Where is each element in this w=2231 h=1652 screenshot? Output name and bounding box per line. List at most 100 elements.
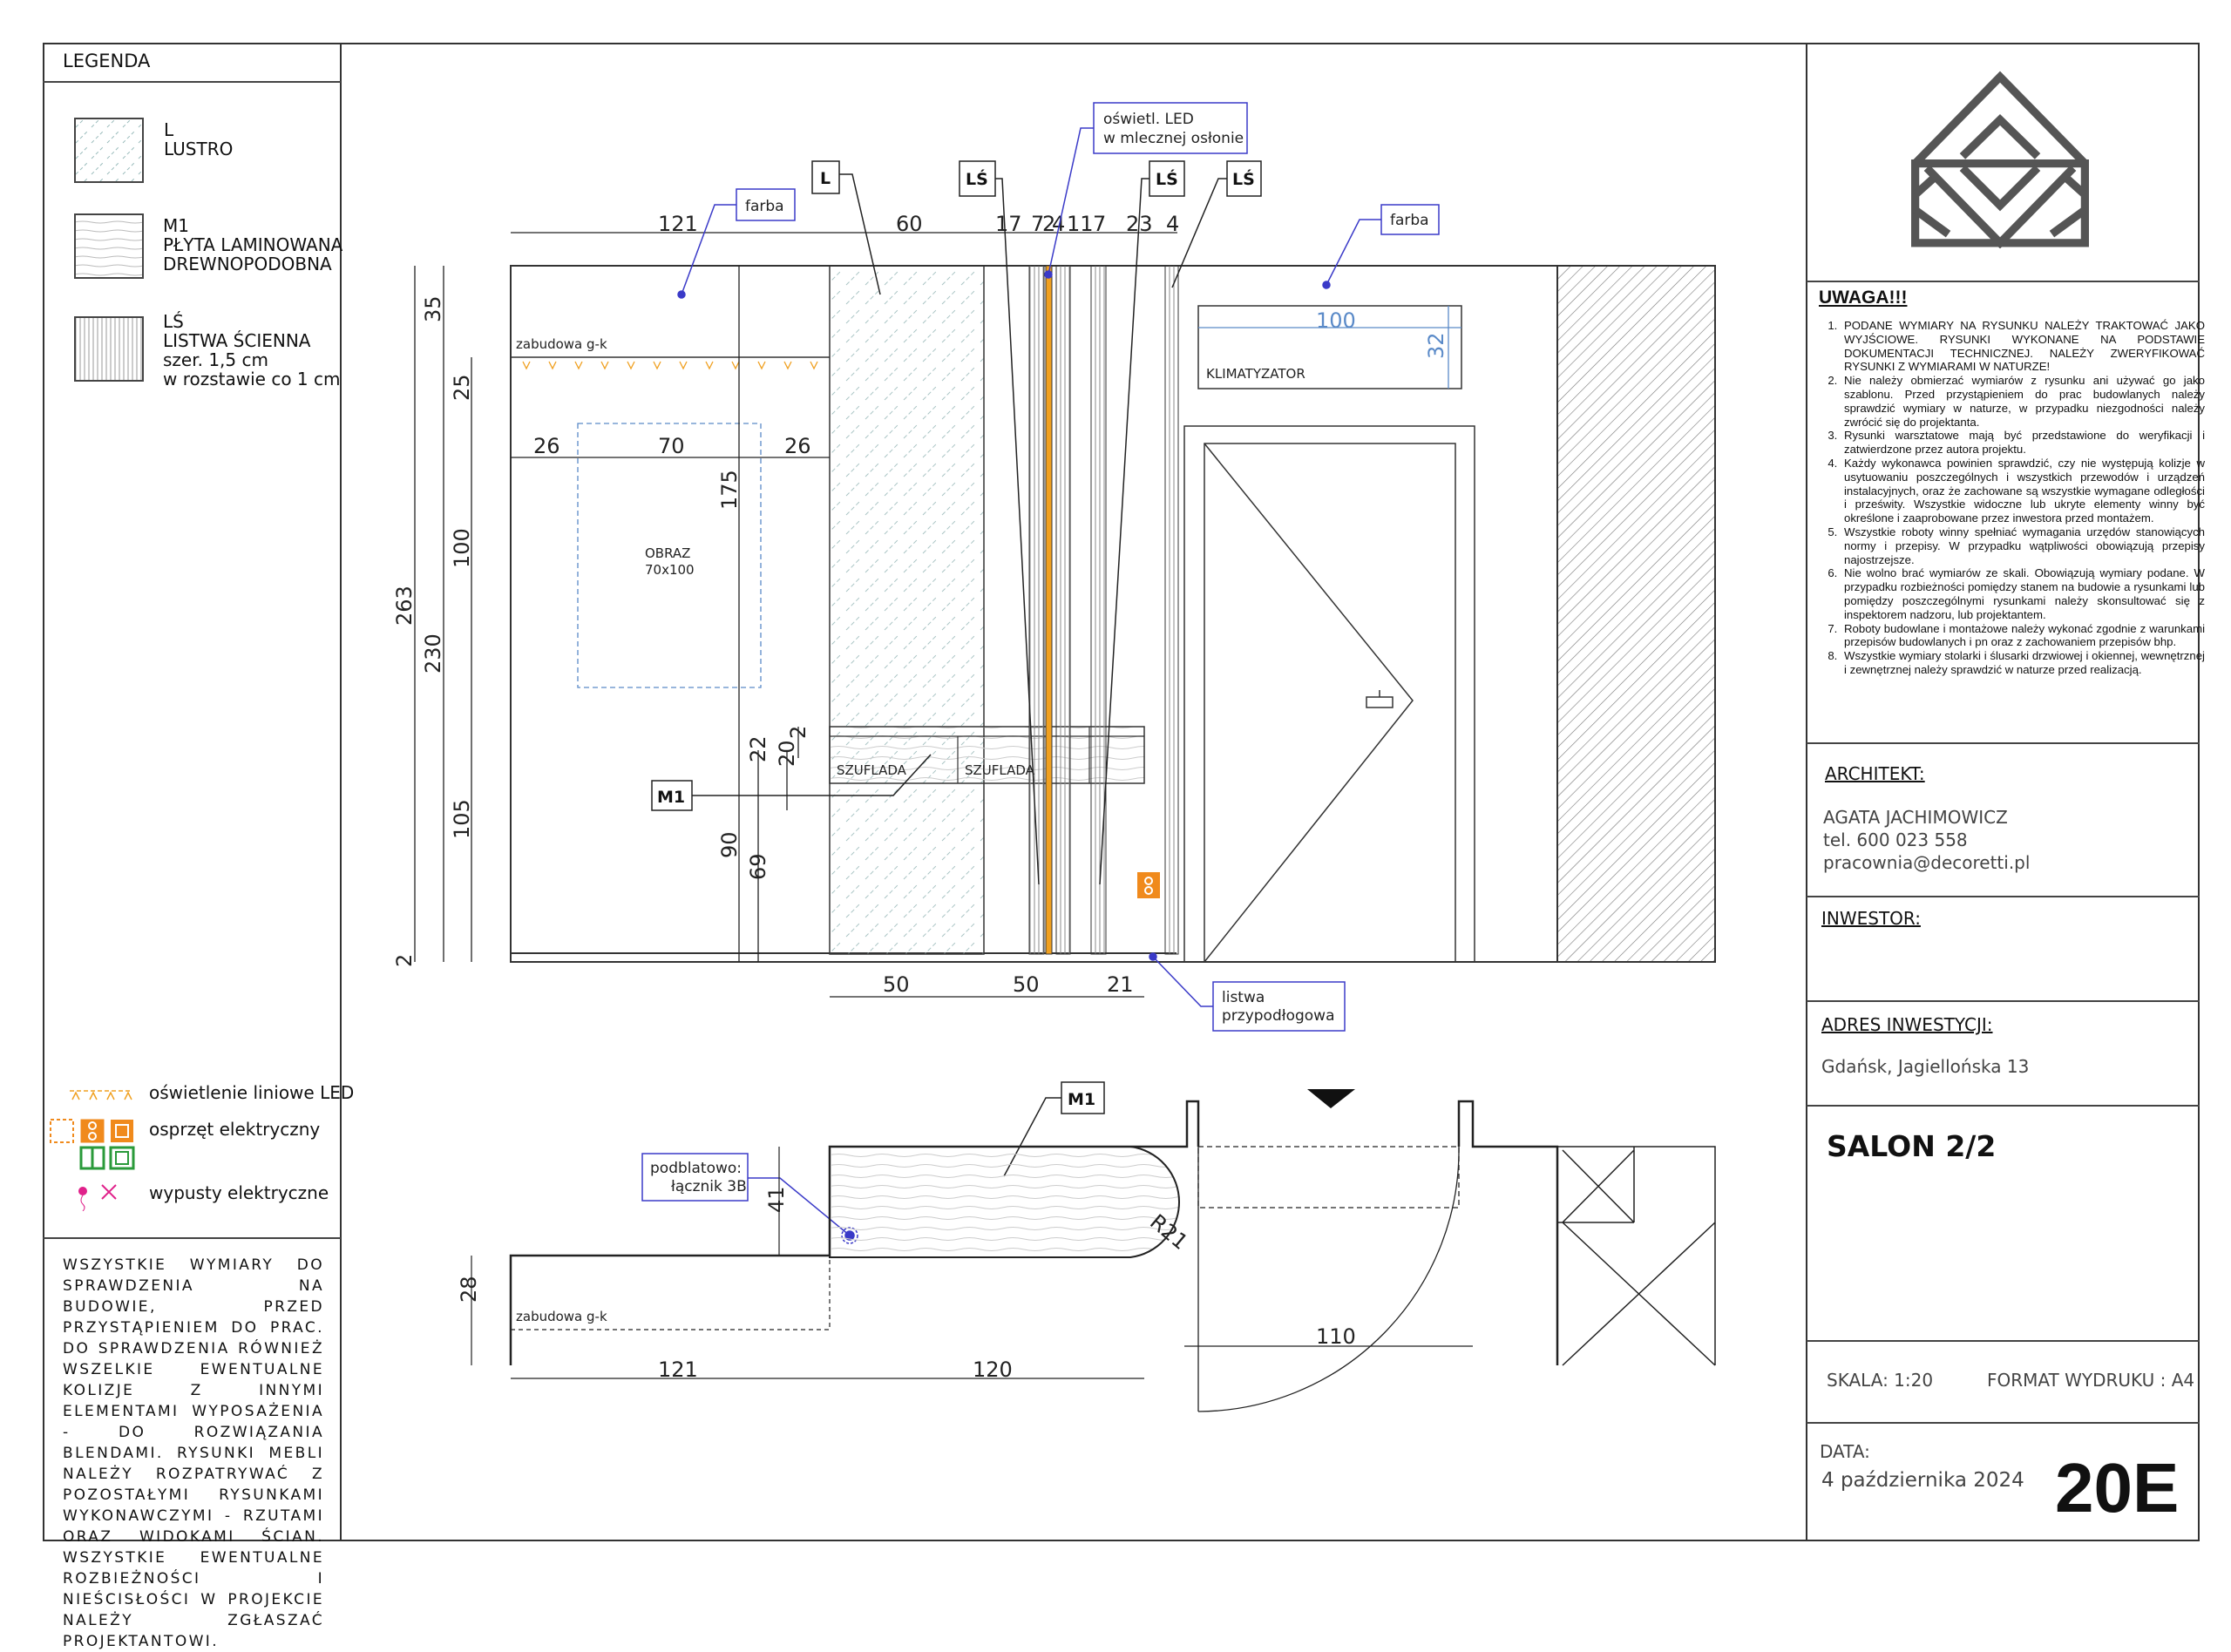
slat-tag-text: LŚ (1156, 168, 1178, 189)
slat-swatch (74, 316, 144, 382)
skirting-label: przypodłogowa (1222, 1007, 1335, 1025)
dim-text: 20 (775, 740, 799, 767)
dim-text: 121 (658, 212, 698, 236)
dim-text: 120 (973, 1357, 1013, 1382)
dim-text: 26 (784, 434, 811, 458)
legend-title: LEGENDA (63, 51, 151, 71)
door-opening-marker (1204, 443, 1414, 963)
air-conditioner (1197, 305, 1462, 389)
title-block-divider (1806, 43, 1807, 1541)
top-dimensions: 121 60 17 7 2 4 11 7 23 4 (658, 212, 1179, 236)
date-label: DATA: (1820, 1441, 1870, 1462)
electrical-outlet-point-icon (78, 1184, 117, 1211)
dim-text: 22 (746, 735, 770, 762)
drawer-label: SZUFLADA (837, 762, 907, 778)
drywall-label: zabudowa g-k (516, 336, 607, 352)
drywall-plan-label: zabudowa g-k (516, 1309, 607, 1324)
dim-text: 41 (764, 1186, 789, 1213)
address-label: ADRES INWESTYCJI: (1821, 1014, 1993, 1035)
dim-text: 32 (1424, 332, 1448, 359)
architect-name: AGATA JACHIMOWICZ (1823, 807, 2008, 828)
dim-text: 263 (392, 586, 417, 626)
mirror-tag-text: L (820, 169, 831, 188)
view-direction-marker (1307, 1089, 1355, 1108)
wall-slat (1090, 265, 1107, 955)
dim-text: 175 (717, 470, 742, 510)
sheet-number: 20E (2055, 1449, 2180, 1527)
architect-label: ARCHITEKT: (1825, 763, 1925, 784)
sheet-title: SALON 2/2 (1827, 1129, 1997, 1163)
led-label: w mlecznej osłonie (1103, 130, 1244, 147)
architect-email: pracownia@decoretti.pl (1823, 852, 2031, 873)
dim-text: 50 (883, 972, 910, 997)
m1-tag-text: M1 (657, 788, 685, 807)
company-logo (1911, 71, 2089, 248)
connector-label: łącznik 3B (671, 1178, 747, 1195)
electrical-fittings-icon (50, 1119, 135, 1170)
print-format: FORMAT WYDRUKU : A4 (1987, 1370, 2195, 1391)
note-item: Nie należy obmierzać wymiarów z rysunku … (1841, 374, 2205, 429)
investor-label: INWESTOR: (1821, 908, 1921, 929)
door-leaf (1204, 443, 1456, 963)
mirror-panel (829, 265, 985, 955)
dim-text: 4 (1166, 212, 1179, 236)
dimension-lines (414, 232, 1461, 998)
dim-text: 60 (896, 212, 923, 236)
dim-text: 17 (995, 212, 1022, 236)
dim-text: 11 (1067, 212, 1094, 236)
warning-notes: PODANE WYMIARY NA RYSUNKU NALEŻY TRAKTOW… (1821, 319, 2205, 677)
note-item: Nie wolno brać wymiarów ze skali. Obowią… (1841, 566, 2205, 621)
dim-text: 110 (1316, 1324, 1356, 1349)
dim-text: 4 (1052, 212, 1065, 236)
dim-text: 26 (533, 434, 560, 458)
architect-phone: tel. 600 023 558 (1823, 829, 1968, 850)
wall-outline (510, 265, 1716, 963)
address-value: Gdańsk, Jagiellońska 13 (1821, 1056, 2030, 1077)
m1-tag (651, 780, 693, 811)
m1-tag-text: M1 (1068, 1090, 1095, 1109)
picture-size-label: 70x100 (645, 562, 695, 578)
mirror-tag (811, 160, 840, 194)
inner-dimensions: 26 70 26 175 90 22 69 20 2 (533, 434, 811, 880)
m1-plan-tag (1061, 1081, 1105, 1114)
warning-title: UWAGA!!! (1819, 288, 1908, 308)
legend-symbol-fittings: osprzęt elektryczny (149, 1119, 321, 1140)
left-dimensions: 263 230 35 25 100 105 2 (392, 295, 474, 967)
under-counter-label: podblatowo: (650, 1160, 742, 1177)
note-item: Każdy wykonawca powinien sprawdzić, czy … (1841, 457, 2205, 525)
drawing-labels: zabudowa g-k OBRAZ 70x100 KLIMATYZATOR S… (516, 336, 1305, 778)
door-handle (1366, 690, 1394, 708)
paint-label: farba (745, 198, 784, 215)
dim-text: 28 (457, 1276, 481, 1303)
dim-text: 100 (450, 528, 474, 568)
callouts (641, 102, 1440, 1244)
plan-section (471, 1089, 1716, 1412)
dim-text: 2 (786, 726, 810, 739)
date-value: 4 października 2024 (1821, 1469, 2024, 1492)
dim-text: 70 (658, 434, 685, 458)
dim-text: 105 (450, 799, 474, 839)
wall-slat (1164, 265, 1179, 955)
dim-text: 121 (658, 1357, 698, 1382)
paint-label: farba (1390, 212, 1429, 229)
note-item: Roboty budowlane i montażowe należy wyko… (1841, 622, 2205, 650)
sheet-frame (43, 43, 2200, 1541)
dim-text: 230 (421, 633, 445, 674)
led-strip-icon (70, 1090, 132, 1100)
callout-texts: farba farba oświetl. LED w mlecznej osło… (650, 111, 1429, 1195)
note-item: Rysunki warsztatowe mają być przedstawio… (1841, 429, 2205, 457)
legend-symbols (50, 1090, 135, 1211)
dim-text: 2 (392, 954, 417, 967)
legend-swatches (74, 118, 144, 382)
note-item: PODANE WYMIARY NA RYSUNKU NALEŻY TRAKTOW… (1841, 319, 2205, 374)
dim-text: 21 (1107, 972, 1134, 997)
dim-text: 25 (450, 374, 474, 401)
mirror-swatch (74, 118, 144, 183)
slat-tag-text: LŚ (966, 168, 988, 189)
ac-label: KLIMATYZATOR (1206, 366, 1305, 382)
elevation-drawing: 121 60 17 7 2 4 11 7 23 4 263 230 35 25 … (392, 102, 1716, 1412)
led-label: oświetl. LED (1103, 111, 1194, 128)
